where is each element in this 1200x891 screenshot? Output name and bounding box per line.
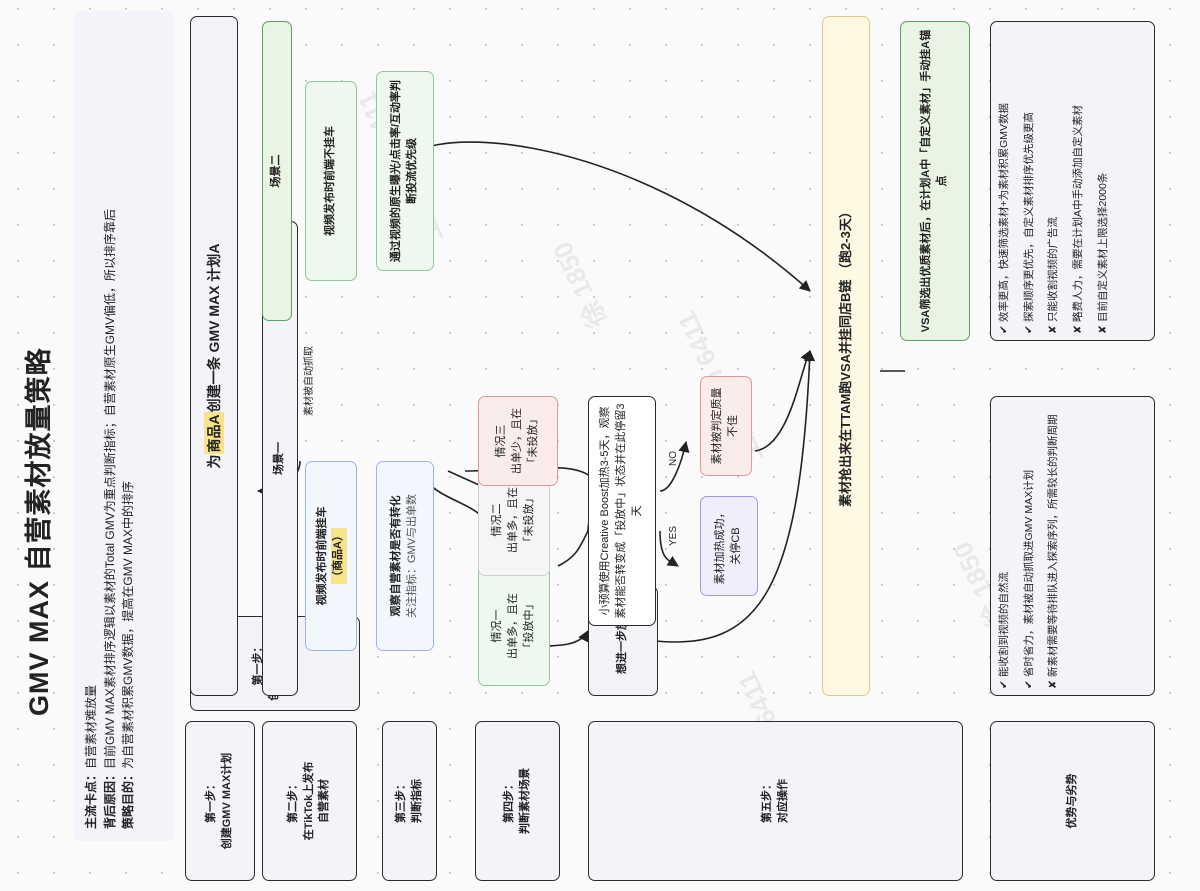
pros-cons-item: ✔ 能收割到视频的自然流 [997, 403, 1012, 689]
pros-cons-item: ✔ 效率更高，快速筛选素材+为素材积累GMV数据 [997, 28, 1012, 334]
scene-2-judge-box: 通过视频的原生曝光/点击率/互动率判断投流优先级 [376, 71, 434, 271]
pros-cons-text: 效率更高，快速筛选素材+为素材积累GMV数据 [998, 102, 1010, 322]
pros-cons-text: 目前自定义素材上限选择2000条 [1096, 172, 1109, 322]
check-icon: ✔ [1022, 325, 1035, 334]
step-4-box: 第四步：判断素材场景 [475, 721, 560, 881]
yes-label: YES [668, 525, 679, 546]
no-arrow [659, 440, 690, 492]
pros-cons-text: 能收割到视频的自然流 [998, 572, 1010, 677]
watermark: 徐 1850 [547, 237, 613, 333]
scene-1-publish-box: 视频发布时前端挂车 （商品A） [305, 461, 357, 651]
cross-icon: ✘ [1096, 325, 1109, 334]
case2-to-boost [557, 530, 589, 567]
boost-success-box: 素材加热成功，关停CB [700, 496, 758, 596]
pros-cons-text: 新素材需要等待排队进入探索序列，所需较长的判断周期 [1047, 414, 1060, 678]
pros-cons-scene-1: ✔ 能收割到视频的自然流 ✔ 省时省力，素材被自动抓取进GMV MAX计划 ✘ 新素材需要… [990, 396, 1155, 696]
case-3-box: 情况三出单少，且在「未投放」 [478, 396, 558, 486]
cross-icon: ✘ [1072, 325, 1085, 334]
auto-grab-label: 素材被自动抓取 [304, 346, 315, 416]
case-1-box: 情况一出单多，且在「投放中」 [478, 566, 550, 686]
pros-cons-text: 略费人力，需要在计划A中手动添加自定义素材 [1072, 104, 1085, 322]
step-2-box: 第二步：在TikTok上发布自营素材 [262, 721, 357, 881]
scene-1-observe-box: 观察自营素材是否有转化 关注指标：GMV与出单数 [376, 461, 434, 651]
summary-panel: 主流卡点：自营素材难放量 背后原因：目前GMV MAX素材排序逻辑以素材的Tot… [74, 11, 174, 841]
page-title: GMV MAX 自营素材放量策略 [23, 347, 54, 716]
pros-cons-item: ✘ 只能收割视频的广告流 [1046, 28, 1061, 334]
pros-cons-text: 只能收割视频的广告流 [1047, 217, 1060, 322]
scene2-to-final-arrow [399, 141, 811, 292]
step-1-box: 第一步：创建GMV MAX计划 [185, 721, 255, 881]
summary-line-1: 主流卡点：自营素材难放量 [84, 684, 98, 829]
cross-icon: ✘ [1047, 680, 1060, 689]
check-icon: ✔ [998, 325, 1010, 334]
check-icon: ✔ [998, 680, 1010, 689]
pros-cons-text: 省时省力，素材被自动抓取进GMV MAX计划 [1022, 469, 1035, 677]
pros-cons-item: ✔ 探索顺序更优先，自定义素材排序优先级更高 [1022, 28, 1037, 334]
pros-cons-item: ✘ 略费人力，需要在计划A中手动添加自定义素材 [1071, 28, 1086, 334]
summary-line-2: 背后原因：目前GMV MAX素材排序逻辑以素材的Total GMV为重点判断指标… [102, 208, 117, 829]
pros-cons-item: ✔ 省时省力，素材被自动抓取进GMV MAX计划 [1022, 403, 1037, 689]
scene-2-header: 场景二 [262, 21, 292, 321]
no-label: NO [668, 451, 679, 466]
pros-cons-text: 探索顺序更优先，自定义素材排序优先级更高 [1022, 112, 1035, 322]
cross-icon: ✘ [1047, 325, 1060, 334]
vsa-select-box: VSA筛选出优质素材后，在计划A中「自定义素材」手动挂A锚点 [900, 21, 970, 341]
pros-cons-item: ✘ 新素材需要等待排队进入探索序列，所需较长的判断周期 [1046, 403, 1061, 690]
step-3-box: 第三步：判断指标 [382, 721, 437, 881]
pros-cons-item: ✘ 目前自定义素材上限选择2000条 [1096, 28, 1111, 334]
pros-cons-scene-2: ✔ 效率更高，快速筛选素材+为素材积累GMV数据 ✔ 探索顺序更优先，自定义素材排序优… [990, 21, 1155, 341]
check-icon: ✔ [1022, 680, 1035, 689]
scene-2-publish-box: 视频发布时前端不挂车 [305, 81, 357, 281]
step-6-box: 优势与劣势 [990, 721, 1155, 881]
fail-to-final-arrow [754, 349, 811, 452]
step-5-box: 第五步：对应操作 [588, 721, 963, 881]
creative-boost-box: 小预算使用Creative Boost加热3-5天，观察素材能否转变成「投放中」… [588, 396, 656, 626]
summary-line-3: 策略目的：为自营素材积累GMV数据，提高在GMV MAX中的排序 [121, 480, 136, 829]
boost-fail-box: 素材被判定质量不佳 [700, 376, 752, 476]
final-vsa-bar: 素材抢出来在TTAM跑VSA并挂同店B链 （跑2-3天） [822, 16, 870, 696]
